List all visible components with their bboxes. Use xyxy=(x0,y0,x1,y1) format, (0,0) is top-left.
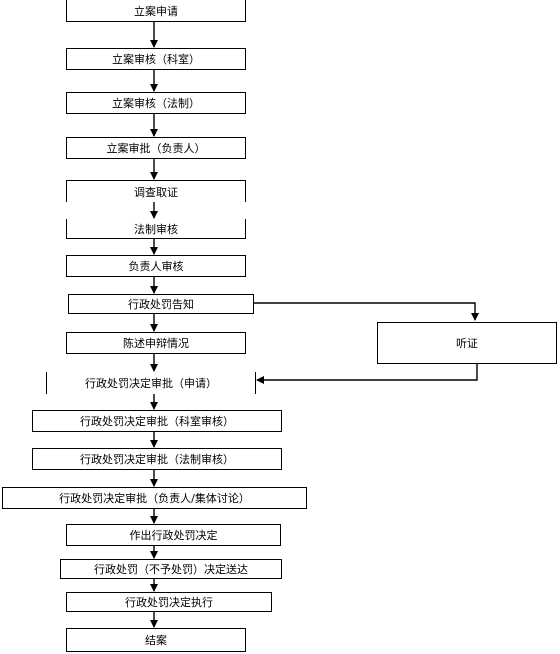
step-label: 结案 xyxy=(145,634,167,647)
step-penalty-notice: 行政处罚告知 xyxy=(68,294,254,314)
step-label: 行政处罚决定执行 xyxy=(125,596,213,609)
step-decision-section-review: 行政处罚决定审批（科室审核） xyxy=(32,410,282,432)
step-decision-head-discussion: 行政处罚决定审批（负责人/集体讨论） xyxy=(2,487,307,509)
step-file-approval-head: 立案审批（负责人） xyxy=(66,137,246,159)
step-label: 行政处罚决定审批（科室审核） xyxy=(80,415,234,428)
step-file-review-legal: 立案审核（法制） xyxy=(66,92,246,114)
step-statement-defense: 陈述申辩情况 xyxy=(66,332,246,354)
step-label: 行政处罚决定审批（负责人/集体讨论） xyxy=(59,492,250,505)
step-label: 行政处罚（不予处罚）决定送达 xyxy=(94,563,248,576)
step-legal-review: 法制审核 xyxy=(66,219,246,239)
step-label: 立案审批（负责人） xyxy=(106,142,206,155)
step-file-application: 立案申请 xyxy=(66,0,246,22)
step-label: 立案申请 xyxy=(134,4,178,18)
step-decision-execution: 行政处罚决定执行 xyxy=(66,592,272,612)
step-decision-legal-review: 行政处罚决定审批（法制审核） xyxy=(32,448,282,470)
step-file-review-section: 立案审核（科室） xyxy=(66,48,246,70)
step-head-review: 负责人审核 xyxy=(66,255,246,277)
step-label: 立案审核（法制） xyxy=(112,97,200,110)
side-label: 听证 xyxy=(456,337,478,350)
side-hearing: 听证 xyxy=(377,322,557,364)
step-label: 法制审核 xyxy=(134,222,178,236)
step-case-closed: 结案 xyxy=(66,628,246,652)
step-label: 行政处罚决定审批（申请） xyxy=(85,377,217,390)
step-label: 作出行政处罚决定 xyxy=(129,529,218,542)
step-label: 行政处罚决定审批（法制审核） xyxy=(80,453,234,466)
arrow-notice-to-hearing xyxy=(254,302,479,321)
step-decision-apply: 行政处罚决定审批（申请） xyxy=(46,372,256,394)
step-label: 调查取证 xyxy=(134,185,178,199)
step-label: 负责人审核 xyxy=(128,260,184,273)
step-label: 行政处罚告知 xyxy=(128,298,194,311)
arrow-hearing-to-decision xyxy=(256,364,478,384)
step-label: 陈述申辩情况 xyxy=(123,337,189,350)
step-make-decision: 作出行政处罚决定 xyxy=(66,524,281,546)
step-label: 立案审核（科室） xyxy=(112,53,200,66)
step-decision-delivery: 行政处罚（不予处罚）决定送达 xyxy=(60,559,282,579)
step-investigation: 调查取证 xyxy=(66,180,246,202)
